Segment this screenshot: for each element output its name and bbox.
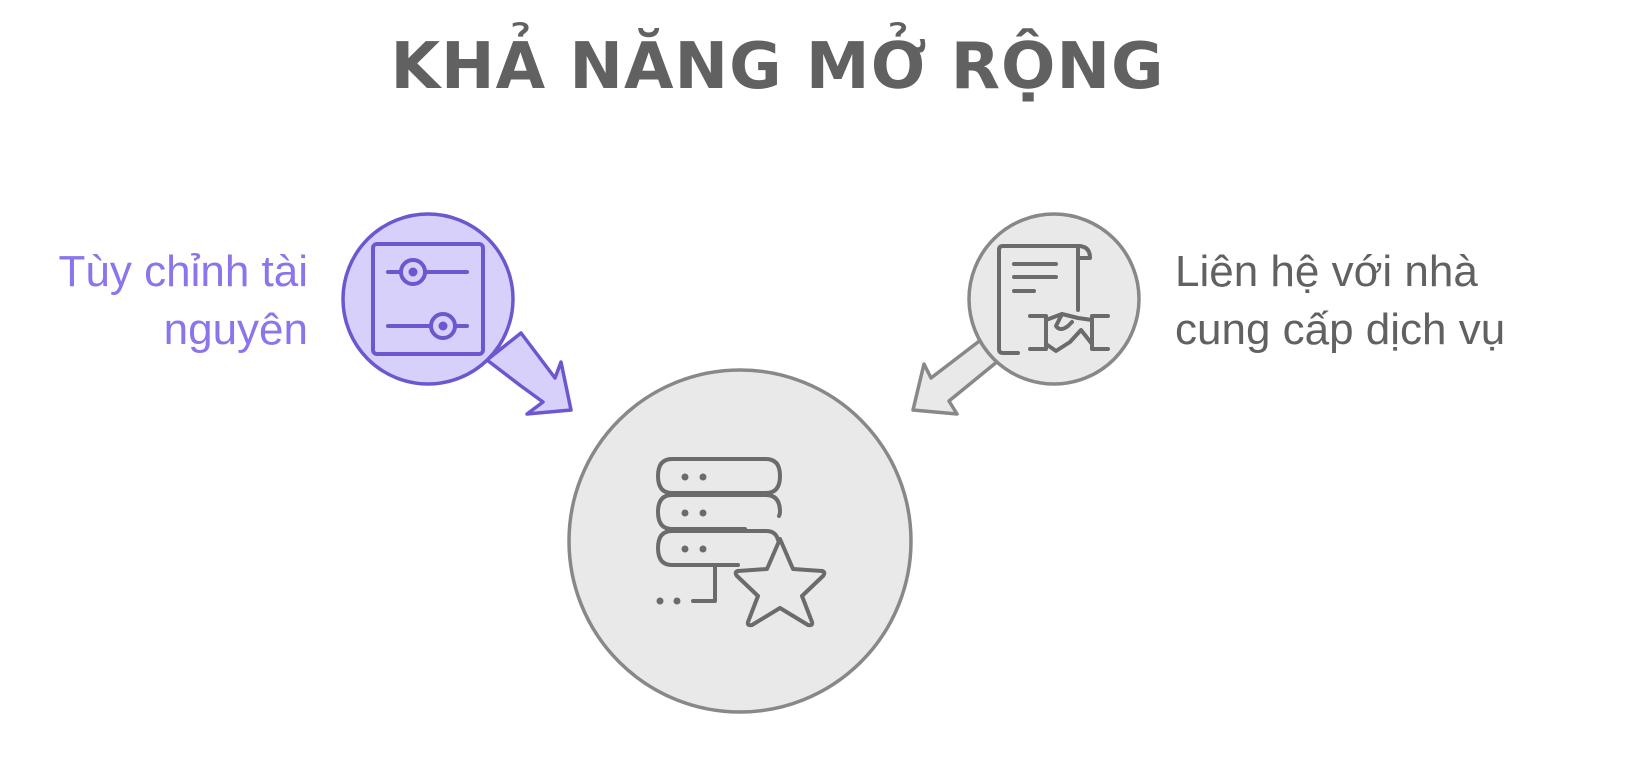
server-star-icon <box>656 457 827 628</box>
right-node-label-line-1: Liên hệ với nhà <box>1175 247 1478 296</box>
diagram-title: KHẢ NĂNG MỞ RỘNG <box>390 30 1165 104</box>
sliders-icon <box>371 242 485 356</box>
left-node-label: Tùy chỉnh tài nguyên <box>59 243 308 359</box>
left-node-label-line-2: nguyên <box>163 305 308 354</box>
left-node-label-line-1: Tùy chỉnh tài <box>58 247 308 296</box>
right-node-label-line-2: cung cấp dịch vụ <box>1175 305 1506 354</box>
right-node-label: Liên hệ với nhà cung cấp dịch vụ <box>1175 243 1505 359</box>
left-arrow <box>485 331 573 416</box>
left-node <box>341 212 515 386</box>
contract-handshake-icon <box>997 244 1110 355</box>
center-node <box>567 368 913 714</box>
right-node <box>967 212 1141 386</box>
right-arrow <box>911 337 1000 416</box>
